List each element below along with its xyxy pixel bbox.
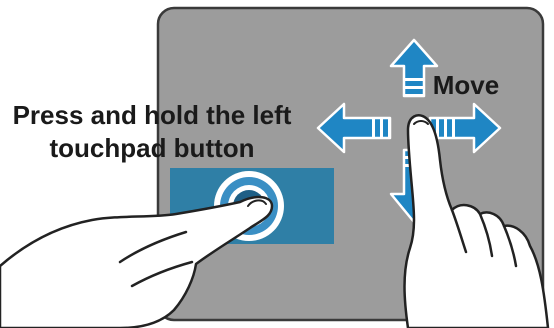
press-label-line1: Press and hold the left [13,100,292,130]
move-label: Move [433,70,499,100]
press-label-line2: touchpad button [49,133,254,163]
